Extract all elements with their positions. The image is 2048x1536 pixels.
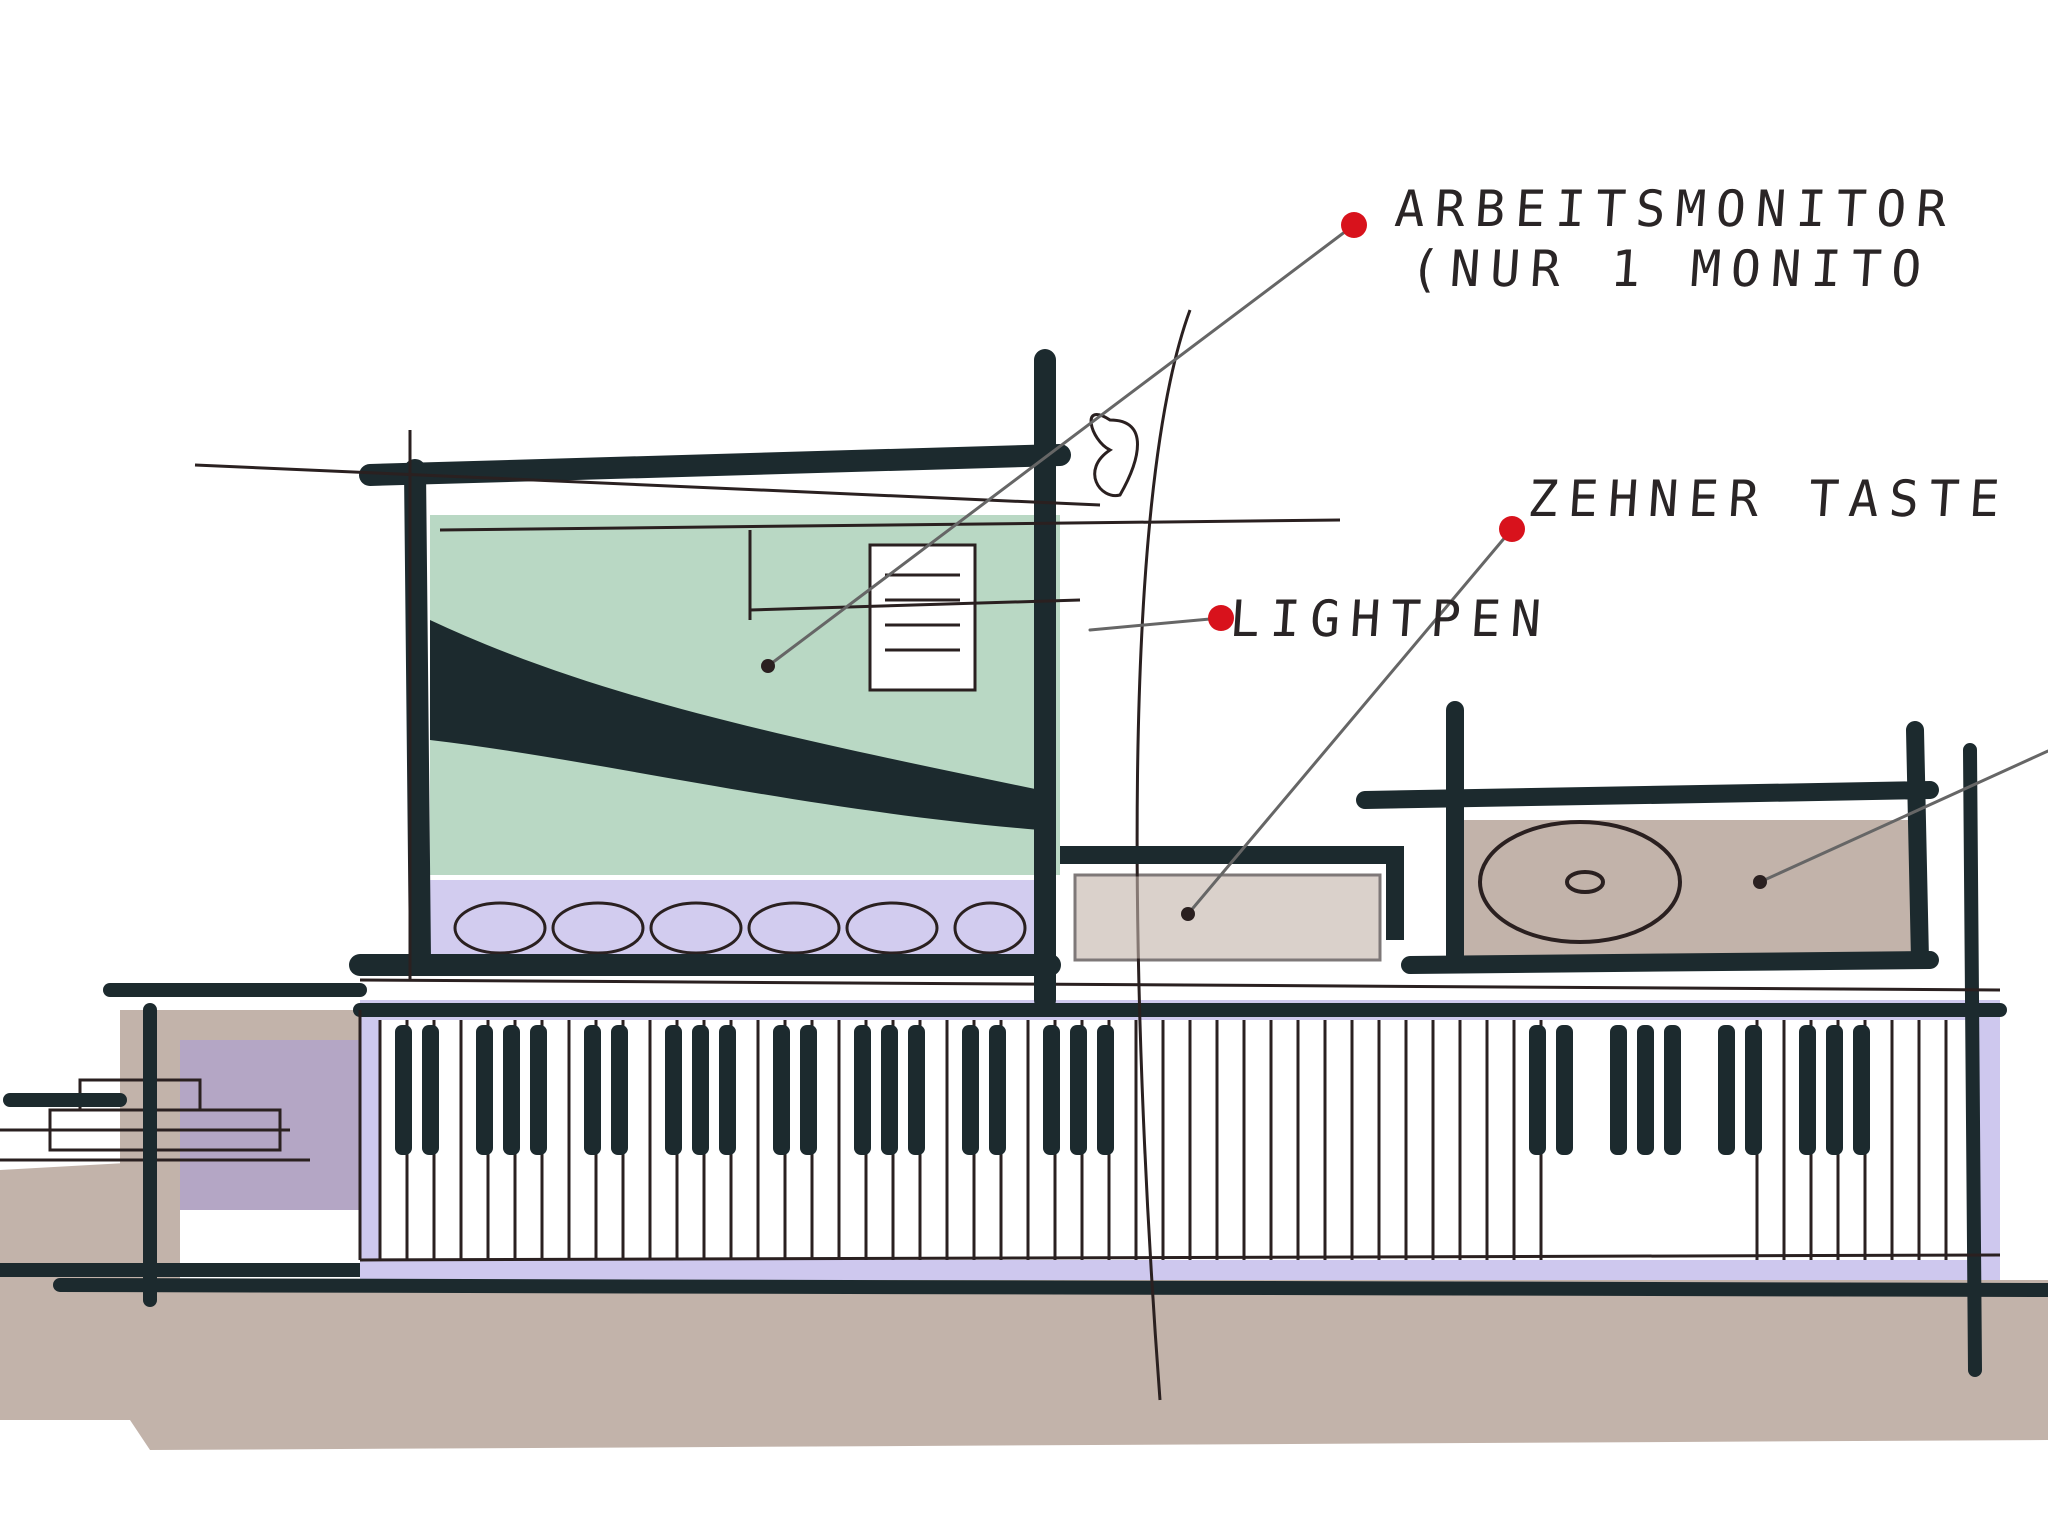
- black-key: [1664, 1025, 1681, 1155]
- black-key: [1529, 1025, 1546, 1155]
- label-lightpen: LIGHTPEN: [1227, 590, 1553, 648]
- black-key: [530, 1025, 547, 1155]
- screen-document: [868, 543, 977, 692]
- black-key: [692, 1025, 709, 1155]
- black-key: [665, 1025, 682, 1155]
- black-key: [476, 1025, 493, 1155]
- black-key: [1637, 1025, 1654, 1155]
- black-key: [1556, 1025, 1573, 1155]
- black-key: [584, 1025, 601, 1155]
- black-key: [503, 1025, 520, 1155]
- trackball: [1478, 820, 1682, 944]
- monitor-knobs: [453, 901, 1027, 955]
- black-key: [962, 1025, 979, 1155]
- black-key: [1799, 1025, 1816, 1155]
- black-key: [1070, 1025, 1087, 1155]
- label-zehner-taste: ZEHNER TASTE: [1525, 470, 2012, 528]
- center-unit: [1073, 873, 1382, 962]
- black-key: [800, 1025, 817, 1155]
- label-arbeitsmonitor: ARBEITSMONITOR: [1392, 180, 1959, 238]
- black-key: [908, 1025, 925, 1155]
- black-key: [1853, 1025, 1870, 1155]
- black-key: [989, 1025, 1006, 1155]
- black-key: [773, 1025, 790, 1155]
- base-platform: [0, 1160, 2048, 1450]
- black-key: [1043, 1025, 1060, 1155]
- black-key: [881, 1025, 898, 1155]
- black-key: [611, 1025, 628, 1155]
- leader-lines: [766, 223, 2048, 916]
- black-key: [1826, 1025, 1843, 1155]
- label-monitor-note: (NUR 1 MONITO: [1407, 240, 1934, 298]
- black-key: [854, 1025, 871, 1155]
- black-key: [1718, 1025, 1735, 1155]
- marker-dot-lightpen: [1208, 605, 1234, 631]
- black-key: [1097, 1025, 1114, 1155]
- black-key: [422, 1025, 439, 1155]
- black-key: [1745, 1025, 1762, 1155]
- black-key: [395, 1025, 412, 1155]
- black-key: [1610, 1025, 1627, 1155]
- marker-dot-zehner-taste: [1499, 516, 1525, 542]
- black-key: [719, 1025, 736, 1155]
- keyboard-keys: [378, 1020, 1975, 1260]
- marker-dot-arbeitsmonitor: [1341, 212, 1367, 238]
- monitor-frame: [349, 349, 1071, 1011]
